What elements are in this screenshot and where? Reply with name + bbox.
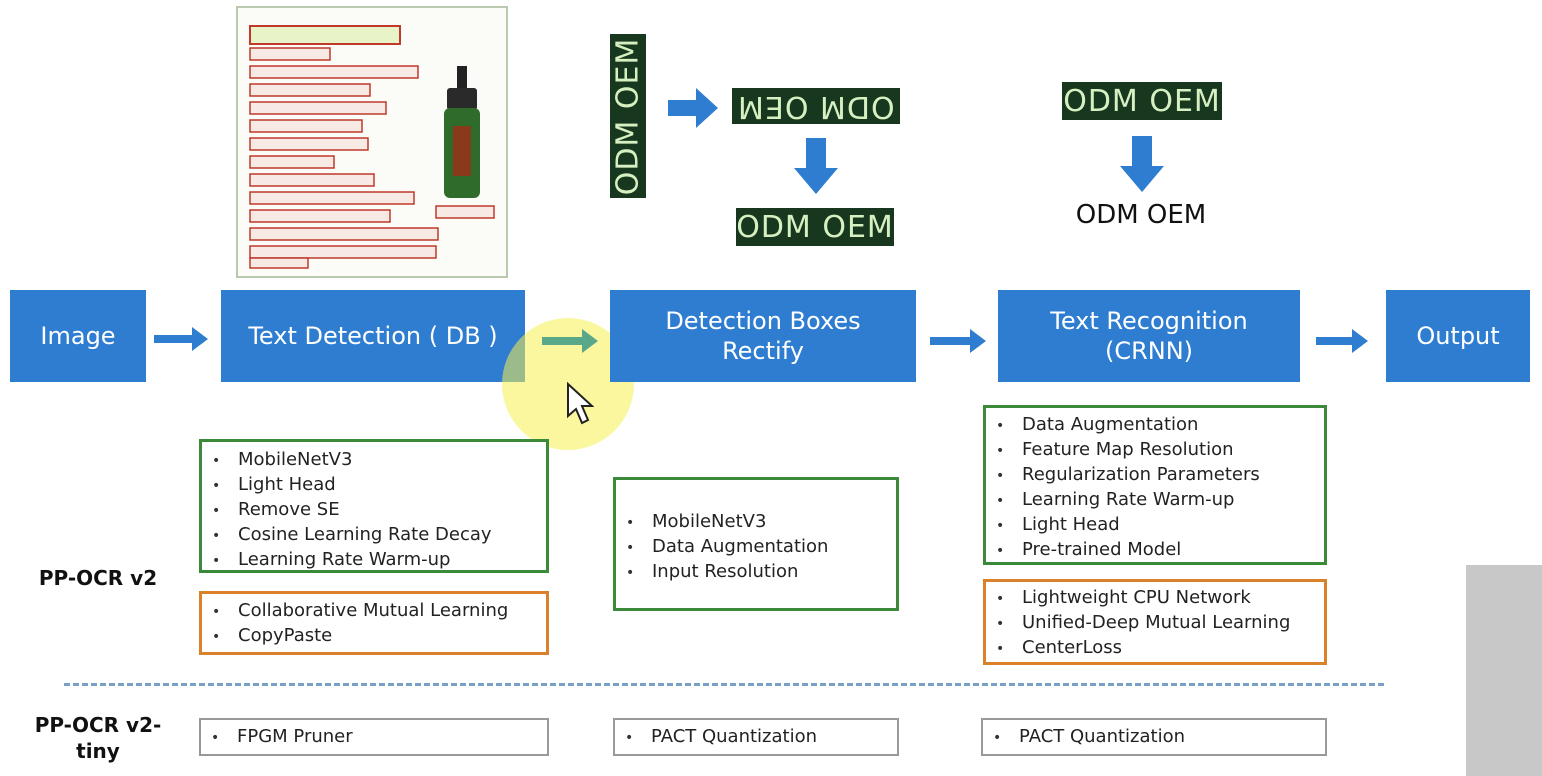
pipeline-output-label: Output [1416, 322, 1500, 350]
list-item: Remove SE [212, 498, 536, 523]
list-item: Learning Rate Warm-up [212, 548, 536, 573]
pipeline-detection-boxes-rectify-box: Detection Boxes Rectify [610, 290, 916, 382]
list-item: Light Head [212, 473, 536, 498]
list-item: CopyPaste [212, 624, 536, 649]
list-item: Input Resolution [626, 560, 886, 585]
pipeline-image-box: Image [10, 290, 146, 382]
pipeline-crnn-label: (CRNN) [1104, 337, 1194, 365]
list-item: Light Head [996, 513, 1314, 538]
pipeline-detection-boxes-label: Detection Boxes [665, 307, 861, 335]
row-label-pp-ocr-v2-tiny: PP-OCR v2- tiny [18, 712, 178, 764]
tiny-detection-strategy: FPGM Pruner [199, 718, 549, 756]
arrow-right-icon [542, 329, 598, 353]
tiny-recognition-strategy: PACT Quantization [981, 718, 1327, 756]
recognition-input-crop: ODM OEM [1062, 82, 1222, 120]
section-divider [64, 683, 1384, 686]
arrow-right-icon [1316, 329, 1368, 353]
row-label-pp-ocr-v2: PP-OCR v2 [38, 566, 158, 590]
detection-boxes-illustration [249, 25, 495, 269]
recognition-green-strategies: Data Augmentation Feature Map Resolution… [983, 405, 1327, 565]
detection-orange-strategies: Collaborative Mutual Learning CopyPaste [199, 591, 549, 655]
arrow-down-icon [1120, 136, 1164, 192]
arrow-right-icon [668, 88, 718, 128]
pipeline-text-recognition-box: Text Recognition (CRNN) [998, 290, 1300, 382]
list-item: Collaborative Mutual Learning [212, 599, 536, 624]
list-item: Learning Rate Warm-up [996, 488, 1314, 513]
rectified-text-crop: ODM OEM [736, 208, 894, 246]
pipeline-output-box: Output [1386, 290, 1530, 382]
arrow-right-icon [154, 327, 208, 351]
flipped-text-crop: ODM OEM [732, 88, 900, 124]
pipeline-text-recognition-label: Text Recognition [1050, 307, 1248, 335]
list-item: Cosine Learning Rate Decay [212, 523, 536, 548]
pipeline-text-detection-box: Text Detection ( DB ) [221, 290, 525, 382]
list-item: FPGM Pruner [211, 725, 537, 750]
rectify-green-strategies: MobileNetV3 Data Augmentation Input Reso… [613, 477, 899, 611]
detection-green-strategies: MobileNetV3 Light Head Remove SE Cosine … [199, 439, 549, 573]
list-item: PACT Quantization [625, 725, 887, 750]
list-item: PACT Quantization [993, 725, 1315, 750]
pipeline-rectify-label: Rectify [722, 337, 804, 365]
list-item: Lightweight CPU Network [996, 586, 1314, 611]
vertical-text-crop: ODM OEM [610, 34, 646, 198]
list-item: MobileNetV3 [626, 510, 886, 535]
arrow-right-icon [930, 329, 986, 353]
row-label-line: PP-OCR v2- [34, 713, 162, 737]
recognition-orange-strategies: Lightweight CPU Network Unified-Deep Mut… [983, 579, 1327, 665]
pipeline-text-detection-label: Text Detection ( DB ) [248, 322, 498, 350]
list-item: Pre-trained Model [996, 538, 1314, 563]
list-item: MobileNetV3 [212, 448, 536, 473]
side-panel-overlay [1466, 565, 1542, 776]
list-item: Data Augmentation [996, 413, 1314, 438]
arrow-down-icon [794, 138, 838, 194]
mouse-cursor-icon [567, 382, 594, 425]
list-item: CenterLoss [996, 636, 1314, 661]
list-item: Regularization Parameters [996, 463, 1314, 488]
list-item: Unified-Deep Mutual Learning [996, 611, 1314, 636]
list-item: Data Augmentation [626, 535, 886, 560]
pipeline-image-label: Image [40, 322, 116, 350]
row-label-line: tiny [76, 739, 120, 763]
sample-detection-image [236, 6, 508, 278]
list-item: Feature Map Resolution [996, 438, 1314, 463]
tiny-rectify-strategy: PACT Quantization [613, 718, 899, 756]
recognition-output-text: ODM OEM [1075, 200, 1207, 230]
